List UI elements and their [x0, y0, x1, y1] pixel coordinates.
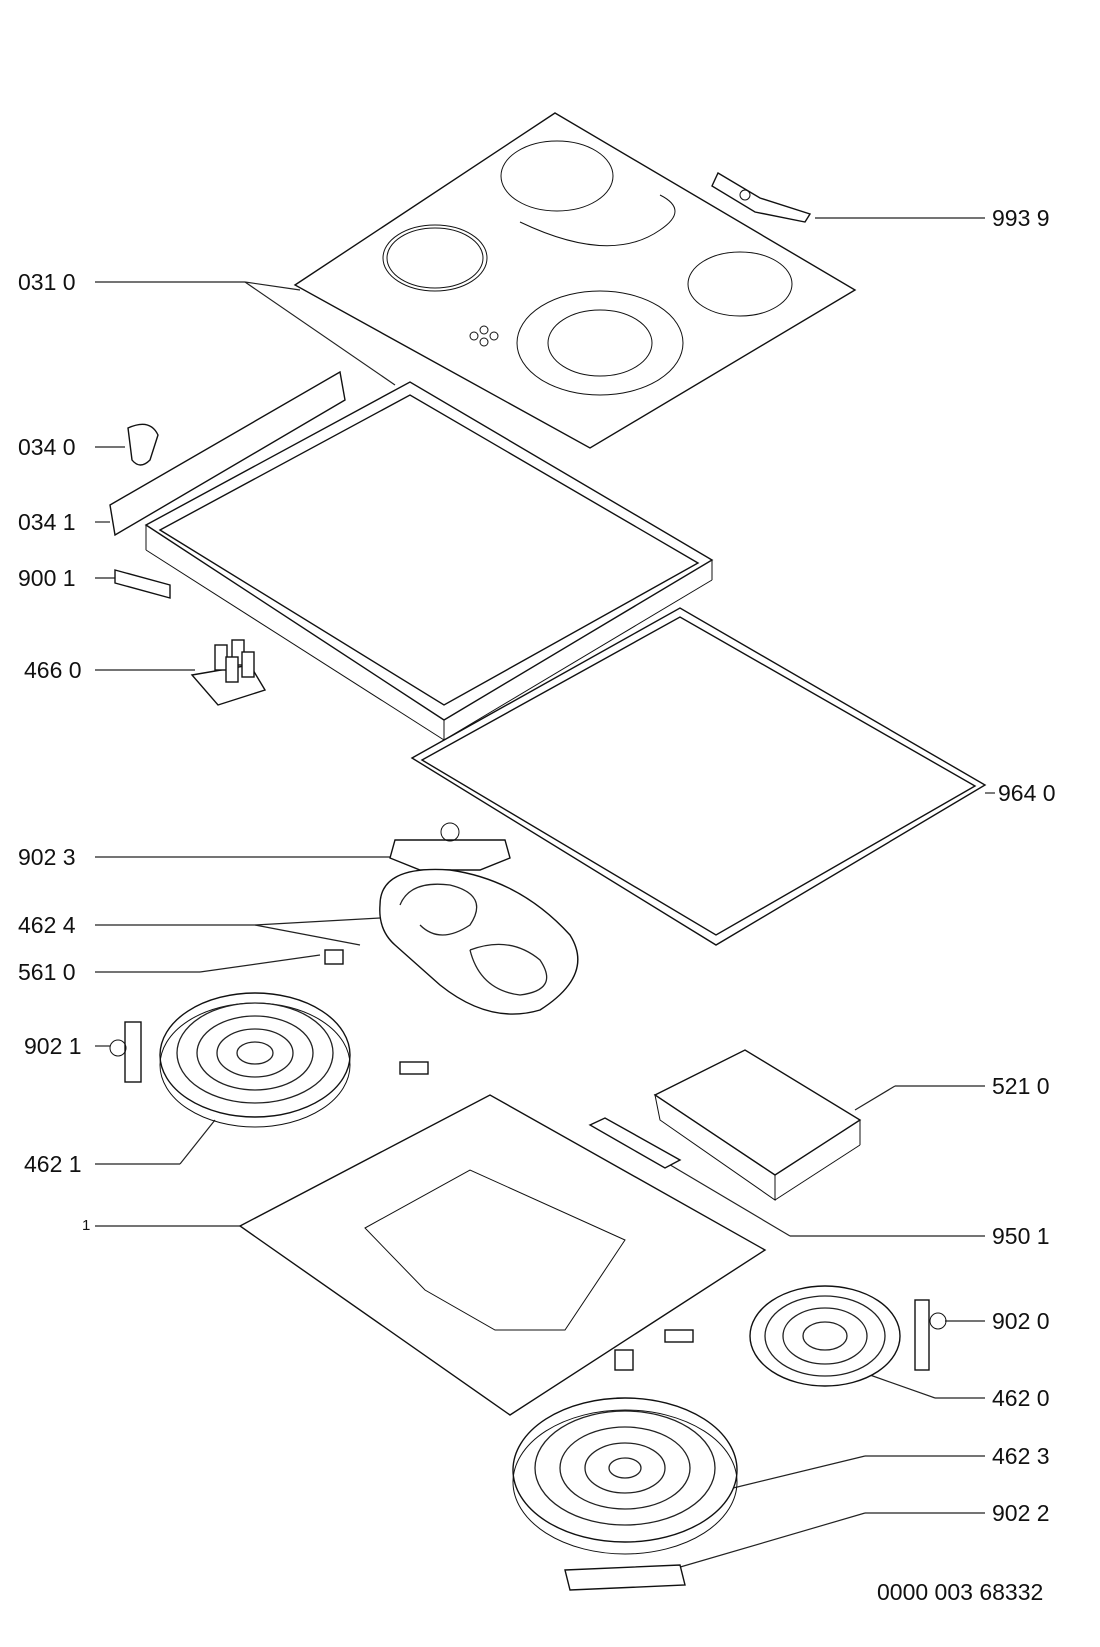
label-9022: 902 2 [992, 1500, 1050, 1526]
bracket-9023 [389, 822, 511, 871]
label-5610: 561 0 [18, 959, 76, 985]
gasket-9640 [410, 607, 987, 946]
label-0340: 034 0 [18, 434, 76, 460]
base-plate [238, 1094, 767, 1416]
document-number: 0000 003 68332 [877, 1579, 1044, 1605]
hob-frame [109, 370, 714, 741]
label-0310: 031 0 [18, 269, 76, 295]
bracket-9022 [564, 1564, 686, 1591]
part-9001 [114, 569, 171, 599]
label-9020: 902 0 [992, 1308, 1050, 1334]
dual-heater-4624 [379, 868, 579, 1015]
control-module-5210 [653, 1049, 862, 1201]
label-9023: 902 3 [18, 844, 76, 870]
connector-plug-2 [664, 1329, 694, 1343]
label-4623: 462 3 [992, 1443, 1050, 1469]
label-4624: 462 4 [18, 912, 76, 938]
terminal-block-4660 [190, 639, 267, 706]
label-9001: 900 1 [18, 565, 76, 591]
label-4621: 462 1 [24, 1151, 82, 1177]
switch-5610 [324, 949, 344, 965]
glass-ceramic-top [293, 112, 857, 449]
heater-4620 [749, 1285, 901, 1387]
label-9939: 993 9 [992, 205, 1050, 231]
label-0341: 034 1 [18, 509, 76, 535]
label-9021: 902 1 [24, 1033, 82, 1059]
label-4620: 462 0 [992, 1385, 1050, 1411]
switch-small [614, 1349, 634, 1371]
connector-plug [399, 1061, 429, 1075]
label-9640: 964 0 [998, 780, 1056, 806]
clip-0340 [127, 423, 159, 466]
heater-4623 [512, 1397, 738, 1555]
label-5210: 521 0 [992, 1073, 1050, 1099]
bracket-9021 [109, 1021, 142, 1083]
bracket-9020 [914, 1299, 947, 1371]
heater-4621 [159, 992, 351, 1128]
label-9501: 950 1 [992, 1223, 1050, 1249]
label-1: 1 [82, 1217, 91, 1234]
strip-9501 [588, 1117, 682, 1169]
label-4660: 466 0 [24, 657, 82, 683]
bracket-9939 [711, 172, 812, 223]
